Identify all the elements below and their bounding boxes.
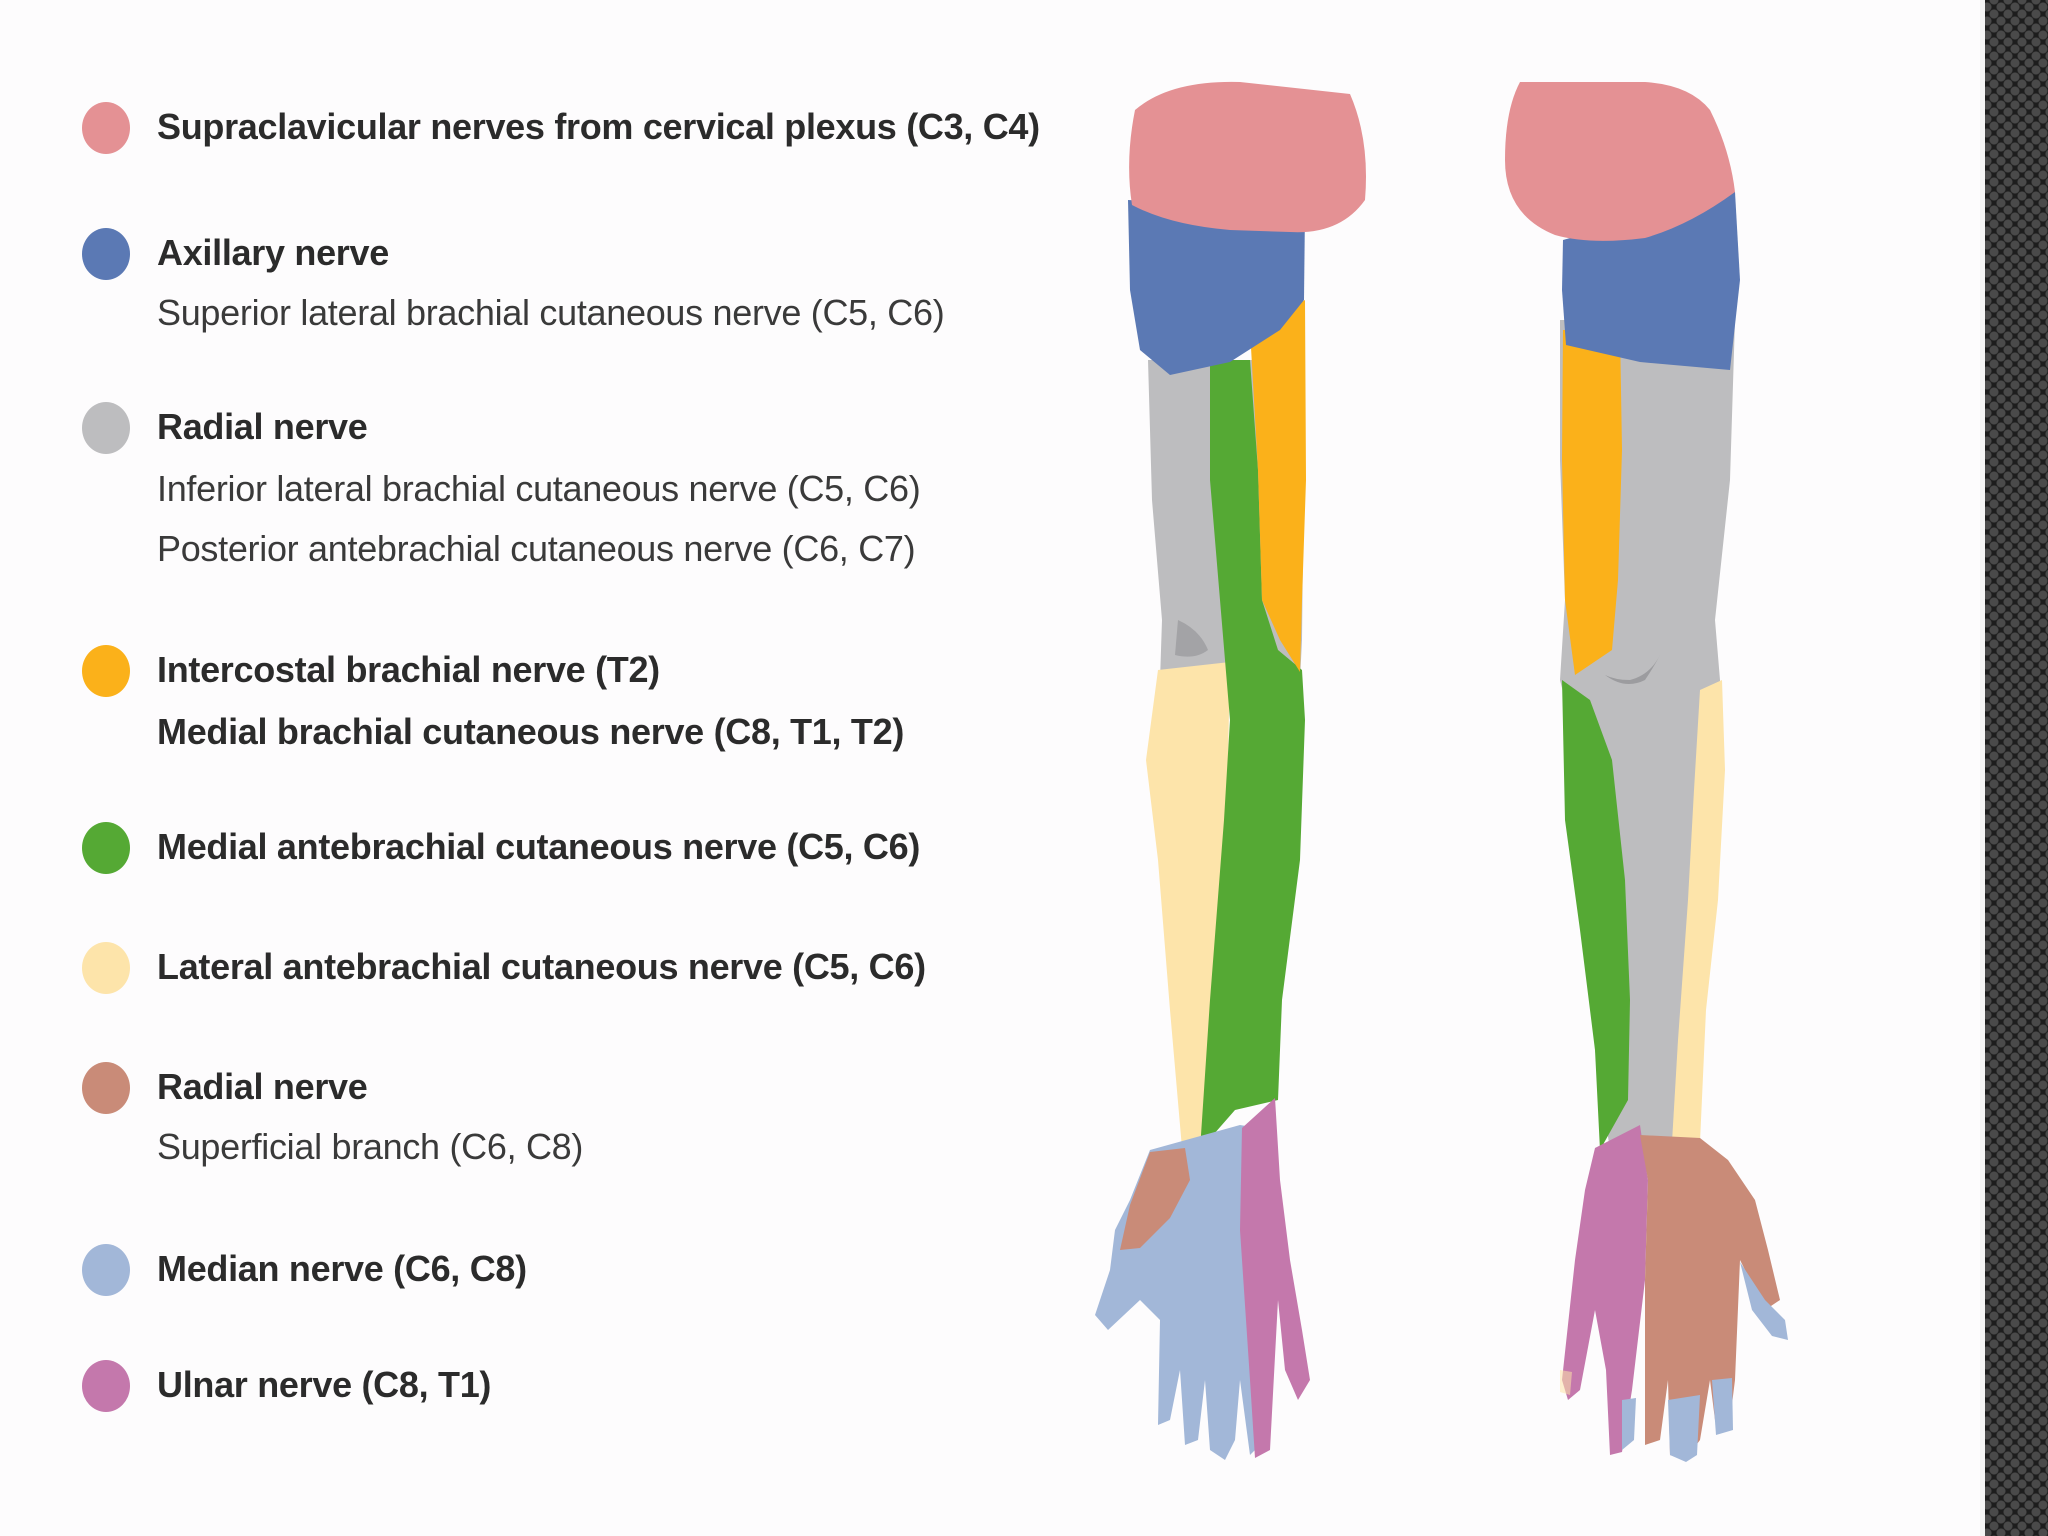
posterior-ulnar-fingertip (1560, 1370, 1572, 1395)
lateral-antebrachial-swatch (82, 942, 130, 994)
anterior-radial-superficial-hand (1120, 1148, 1190, 1250)
legend-subtitle: Posterior antebrachial cutaneous nerve (… (157, 528, 916, 569)
legend-title: Supraclavicular nerves from cervical ple… (157, 106, 1040, 147)
arm-figures (1060, 60, 1820, 1490)
median-swatch (82, 1244, 130, 1296)
legend-title: Medial antebrachial cutaneous nerve (C5,… (157, 826, 921, 867)
anterior-axillary-region (1128, 200, 1305, 375)
medial-antebrachial-swatch (82, 822, 130, 874)
legend-subtitle: Superficial branch (C6, C8) (157, 1126, 584, 1167)
posterior-median-finger-tip (1712, 1378, 1733, 1435)
legend-title: Axillary nerve (157, 232, 389, 273)
anterior-ulnar-hand (1240, 1098, 1310, 1458)
legend-title: Radial nerve (157, 406, 368, 447)
axillary-swatch (82, 228, 130, 280)
legend-subtitle: Inferior lateral brachial cutaneous nerv… (157, 468, 921, 509)
posterior-intercostal-region (1562, 330, 1622, 675)
intercostal-swatch (82, 645, 130, 697)
border-divider (1980, 0, 1985, 1536)
posterior-supraclavicular-region (1505, 82, 1735, 241)
anterior-intercostal-region (1250, 300, 1306, 672)
legend-title: Median nerve (C6, C8) (157, 1248, 527, 1289)
anterior-arm (1095, 81, 1366, 1460)
arm-diagram (1095, 81, 1788, 1462)
legend-subtitle: Superior lateral brachial cutaneous nerv… (157, 292, 945, 333)
anterior-medial-antebrachial-region (1200, 360, 1305, 1150)
nerve-legend: Supraclavicular nerves from cervical ple… (82, 102, 1040, 1412)
decorative-pattern-border (1980, 0, 2048, 1536)
ulnar-swatch (82, 1360, 130, 1412)
posterior-median-thumb-tip (1740, 1262, 1788, 1340)
posterior-median-finger-tip (1668, 1395, 1700, 1462)
supraclavicular-swatch (82, 102, 130, 154)
anterior-elbow-crease (1175, 620, 1208, 657)
posterior-arm (1505, 82, 1788, 1462)
legend-subtitle: Medial brachial cutaneous nerve (C8, T1,… (157, 711, 905, 752)
posterior-radial-superficial-hand (1640, 1135, 1780, 1460)
posterior-medial-antebrachial-region (1562, 680, 1630, 1150)
posterior-ulnar-hand (1562, 1125, 1648, 1455)
anterior-supraclavicular-region (1129, 81, 1366, 233)
legend-title: Ulnar nerve (C8, T1) (157, 1364, 492, 1405)
posterior-median-finger-tip (1622, 1398, 1636, 1450)
posterior-elbow-crease (1605, 655, 1660, 684)
posterior-lateral-antebrachial-region (1672, 680, 1725, 1142)
legend-title: Radial nerve (157, 1066, 368, 1107)
radial-superficial-swatch (82, 1062, 130, 1114)
legend-title: Intercostal brachial nerve (T2) (157, 649, 660, 690)
radial-swatch (82, 402, 130, 454)
legend-title: Lateral antebrachial cutaneous nerve (C5… (157, 946, 926, 987)
